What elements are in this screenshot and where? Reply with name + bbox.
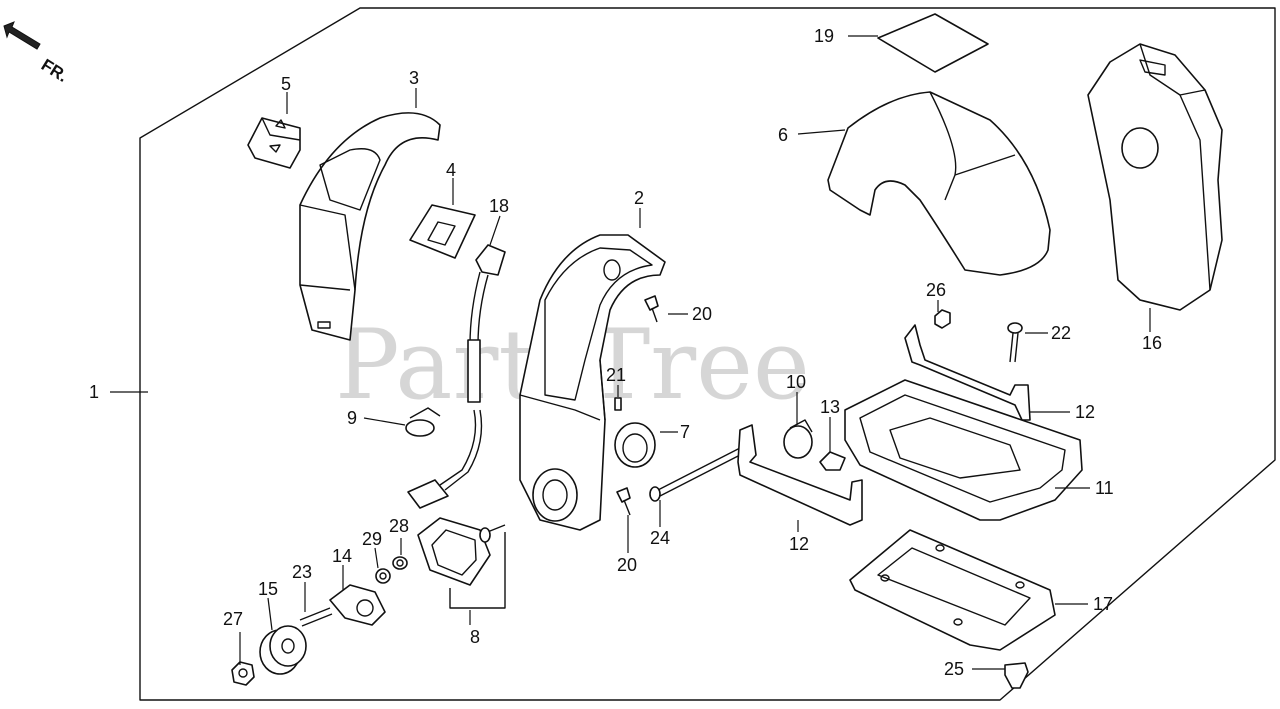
callout-25: 25 bbox=[944, 659, 964, 679]
callout-20-upper: 20 bbox=[692, 304, 712, 324]
callout-23: 23 bbox=[292, 562, 312, 582]
part-27-nut bbox=[231, 661, 255, 686]
part-20-screw-upper bbox=[644, 295, 659, 323]
callout-10: 10 bbox=[786, 372, 806, 392]
callout-19: 19 bbox=[814, 26, 834, 46]
callout-8: 8 bbox=[470, 627, 480, 647]
part-14-lever-bracket bbox=[329, 584, 386, 626]
callout-12-upper: 12 bbox=[1075, 402, 1095, 422]
callout-27: 27 bbox=[223, 609, 243, 629]
part-20-screw-lower bbox=[616, 487, 631, 516]
callout-12-lower: 12 bbox=[789, 534, 809, 554]
part-5-button-cap bbox=[247, 117, 301, 169]
callout-22: 22 bbox=[1051, 323, 1071, 343]
part-4-switch-plate bbox=[409, 204, 476, 259]
callout-29: 29 bbox=[362, 529, 382, 549]
callout-3: 3 bbox=[409, 68, 419, 88]
part-9-clip bbox=[405, 407, 441, 437]
part-6-top-cover bbox=[827, 91, 1051, 276]
callout-2: 2 bbox=[634, 188, 644, 208]
callout-21: 21 bbox=[606, 365, 626, 385]
part-26-nut bbox=[934, 309, 951, 329]
part-23-stud bbox=[299, 607, 333, 627]
callout-7: 7 bbox=[680, 422, 690, 442]
part-2-main-housing bbox=[519, 234, 666, 531]
part-24-long-bolt bbox=[649, 447, 743, 502]
callout-5: 5 bbox=[281, 74, 291, 94]
callout-1: 1 bbox=[89, 382, 99, 402]
callout-9: 9 bbox=[347, 408, 357, 428]
part-28-nut bbox=[392, 556, 408, 570]
part-15-pulley bbox=[259, 625, 307, 675]
callout-18: 18 bbox=[489, 196, 509, 216]
part-25-grommet bbox=[1004, 662, 1029, 689]
callout-24: 24 bbox=[650, 528, 670, 548]
part-19-label bbox=[877, 13, 989, 73]
callout-13: 13 bbox=[820, 397, 840, 417]
front-direction-arrow: FR. bbox=[3, 21, 71, 86]
assembly-boundary bbox=[139, 7, 1276, 701]
callout-15: 15 bbox=[258, 579, 278, 599]
callout-6: 6 bbox=[778, 125, 788, 145]
part-8-cover-plate bbox=[417, 517, 506, 609]
part-12-lower-bracket bbox=[737, 424, 863, 526]
callout-26: 26 bbox=[926, 280, 946, 300]
part-7-grommet bbox=[614, 422, 656, 468]
part-17-gasket bbox=[849, 529, 1056, 651]
part-29-washer bbox=[375, 568, 391, 584]
part-18-switch-harness bbox=[407, 244, 506, 509]
callout-11: 11 bbox=[1095, 478, 1114, 498]
front-direction-label: FR. bbox=[38, 55, 71, 86]
part-12-upper-bracket bbox=[904, 324, 1031, 421]
part-16-side-cover bbox=[1087, 43, 1223, 311]
part-21-small-pin bbox=[614, 397, 622, 411]
callout-20-lower: 20 bbox=[617, 555, 637, 575]
callout-4: 4 bbox=[446, 160, 456, 180]
callout-14: 14 bbox=[332, 546, 352, 566]
part-3-upper-cover bbox=[299, 112, 441, 341]
callout-28: 28 bbox=[389, 516, 409, 536]
part-11-tray bbox=[844, 379, 1083, 521]
callout-16: 16 bbox=[1142, 333, 1162, 353]
callout-labels: 1 2 3 4 5 6 7 8 9 10 11 12 12 13 14 15 1… bbox=[89, 26, 1162, 679]
callout-17: 17 bbox=[1093, 594, 1113, 614]
part-22-screw bbox=[1007, 322, 1023, 363]
leader-lines bbox=[110, 35, 1151, 670]
part-13-clip bbox=[819, 451, 846, 471]
part-10-clamp bbox=[783, 419, 813, 459]
